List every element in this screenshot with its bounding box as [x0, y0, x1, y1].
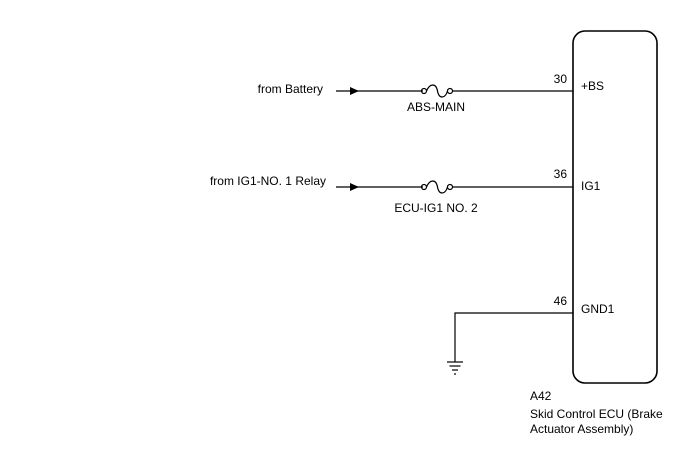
ecu-box — [572, 30, 658, 384]
ecu-ig1-no2-fuse-icon — [420, 180, 454, 194]
ig1-circuit: from IG1-NO. 1 Relay ECU-IG1 NO. 2 36 IG… — [210, 167, 601, 215]
ground-symbol-icon — [447, 361, 463, 375]
ecu-name-line-2: Actuator Assembly) — [530, 422, 633, 436]
gnd1-wire — [454, 312, 573, 362]
battery-arrow-icon — [350, 87, 359, 95]
pin-36-number: 36 — [554, 167, 568, 181]
pin-ig1-name: IG1 — [581, 179, 601, 193]
abs-main-fuse-label: ABS-MAIN — [407, 100, 465, 114]
pin-30-number: 30 — [554, 72, 568, 86]
pin-gnd1-name: GND1 — [581, 302, 615, 316]
pin-bs-name: +BS — [581, 79, 604, 93]
ig1-source-label: from IG1-NO. 1 Relay — [210, 174, 326, 188]
abs-main-fuse-icon — [420, 84, 454, 98]
ecu-name-line-1: Skid Control ECU (Brake — [530, 407, 663, 421]
battery-circuit: from Battery ABS-MAIN 30 +BS — [258, 72, 604, 114]
battery-source-label: from Battery — [258, 82, 323, 96]
ground-circuit: 46 GND1 — [447, 294, 615, 375]
ecu-connector-code: A42 — [530, 389, 552, 403]
ecu-ig1-no2-fuse-label: ECU-IG1 NO. 2 — [394, 201, 478, 215]
pin-46-number: 46 — [554, 294, 568, 308]
ig1-arrow-icon — [350, 183, 359, 191]
